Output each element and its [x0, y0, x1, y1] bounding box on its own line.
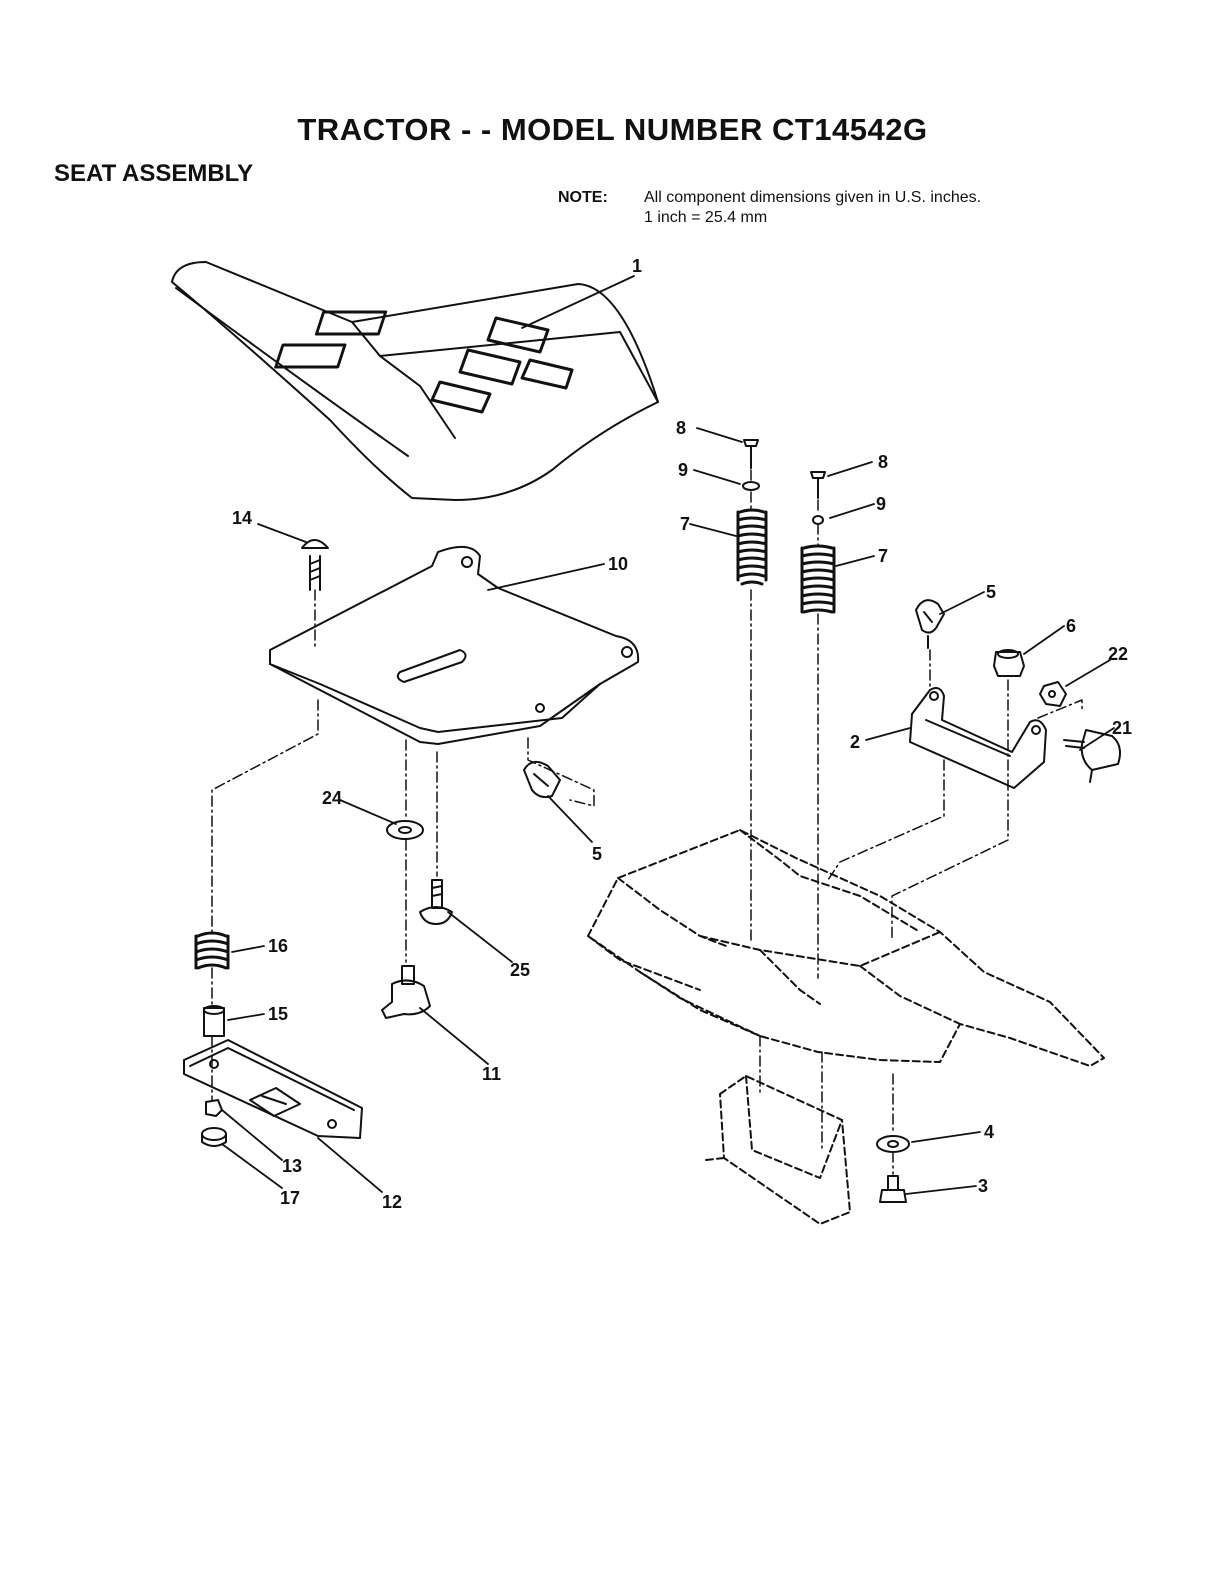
- seat-pan-part: [270, 547, 638, 744]
- tractor-frame-outline: [588, 830, 1104, 1224]
- slide-rail-part-12: [184, 1040, 362, 1138]
- assembly-lines: [212, 470, 1082, 1174]
- callout-5b: 5: [592, 844, 602, 864]
- callout-5a: 5: [986, 582, 996, 602]
- callout-11: 11: [482, 1064, 501, 1084]
- bolt-part-8a: [744, 440, 758, 468]
- washer-part-9a: [743, 482, 759, 490]
- callout-25: 25: [510, 960, 530, 980]
- bolt-part-3: [880, 1176, 906, 1202]
- shoulder-bolt-part-25: [420, 880, 452, 924]
- leader-lines: [222, 276, 1114, 1194]
- callout-9a: 9: [678, 460, 688, 480]
- spring-part-16: [196, 933, 228, 968]
- callout-21: 21: [1112, 718, 1132, 738]
- washer-part-24: [387, 821, 423, 839]
- callout-13: 13: [282, 1156, 302, 1176]
- washer-part-4: [877, 1136, 909, 1152]
- callout-7b: 7: [878, 546, 888, 566]
- callout-2: 2: [850, 732, 860, 752]
- callout-12: 12: [382, 1192, 402, 1212]
- callout-4: 4: [984, 1122, 994, 1142]
- callout-15: 15: [268, 1004, 288, 1024]
- carriage-bolt-part-14: [302, 540, 328, 590]
- washer-part-9b: [813, 516, 823, 524]
- callout-1: 1: [632, 256, 642, 276]
- callout-6: 6: [1066, 616, 1076, 636]
- callout-9b: 9: [876, 494, 886, 514]
- callout-17: 17: [280, 1188, 300, 1208]
- nut-part-13: [206, 1100, 222, 1116]
- bushing-part-15: [204, 1006, 224, 1036]
- callout-labels: 1 8 9 7 8 9 7 5 6 22 21 2 14 10 24 5 16 …: [232, 256, 1132, 1212]
- callout-16: 16: [268, 936, 288, 956]
- clip-part-5b: [524, 762, 560, 797]
- callout-14: 14: [232, 508, 252, 528]
- callout-10: 10: [608, 554, 628, 574]
- callout-8a: 8: [676, 418, 686, 438]
- callout-8b: 8: [878, 452, 888, 472]
- callout-7a: 7: [680, 514, 690, 534]
- nut-part-6: [994, 650, 1024, 676]
- callout-24: 24: [322, 788, 342, 808]
- bracket-part-2: [910, 688, 1046, 788]
- spring-part-7a: [738, 510, 766, 584]
- callout-3: 3: [978, 1176, 988, 1196]
- clip-part-5a: [916, 600, 944, 648]
- bolt-part-8b: [811, 472, 825, 498]
- spring-part-7b: [802, 546, 834, 612]
- seat-part: [172, 262, 658, 500]
- nut-part-22: [1040, 682, 1066, 706]
- callout-22: 22: [1108, 644, 1128, 664]
